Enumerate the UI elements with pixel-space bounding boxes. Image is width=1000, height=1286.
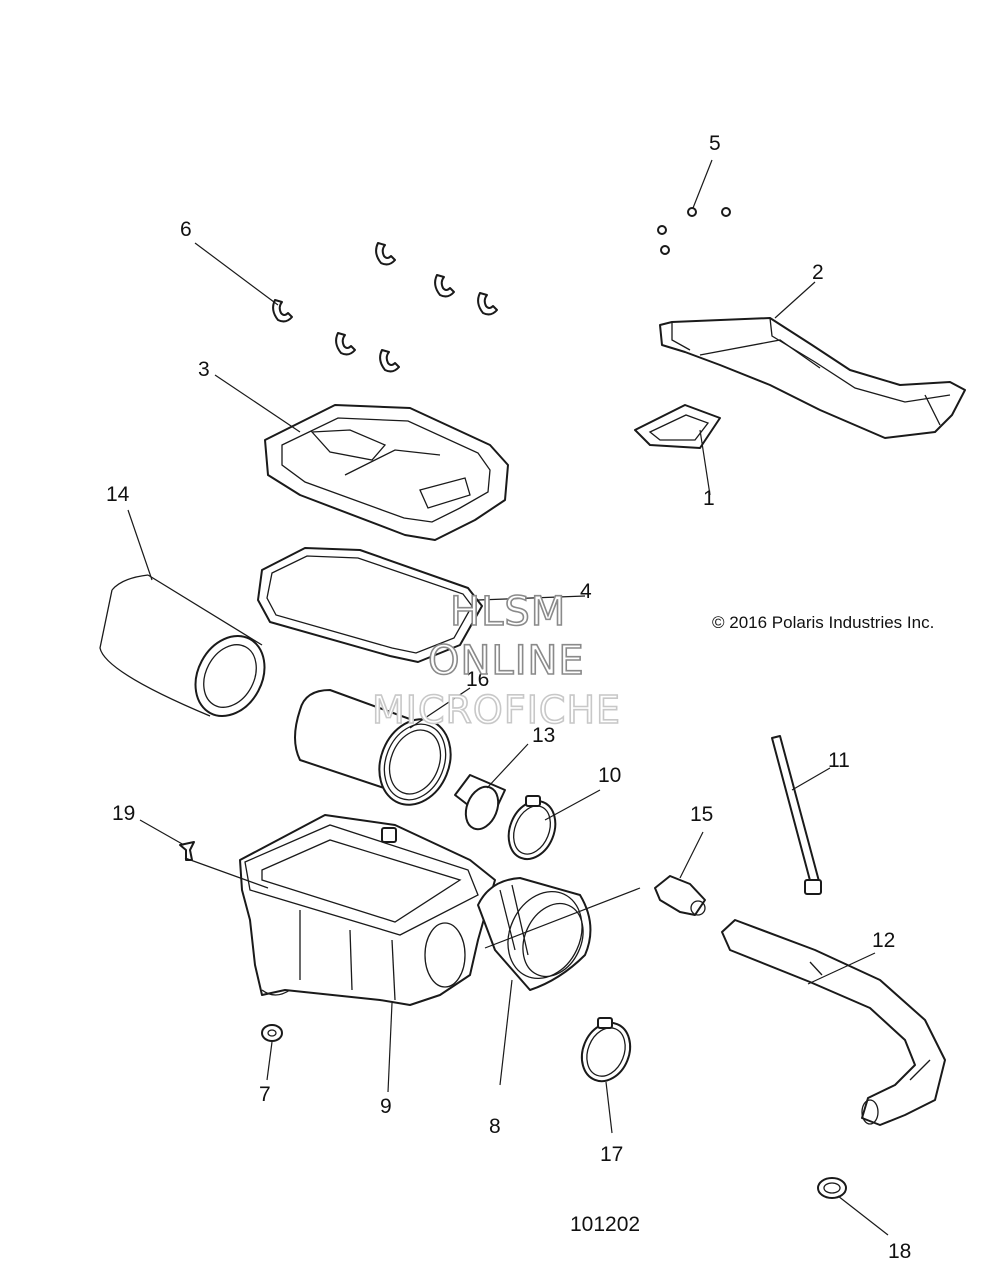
callout-2: 2: [812, 261, 824, 284]
watermark-line-1: HLSM: [450, 589, 566, 635]
document-number: 101202: [570, 1213, 640, 1236]
callout-8: 8: [489, 1115, 501, 1138]
airbox-base-part: [239, 814, 496, 1006]
screws-part: [657, 207, 731, 255]
callout-11: 11: [828, 749, 850, 772]
callout-5: 5: [709, 132, 721, 155]
callout-16: 16: [466, 668, 489, 691]
callout-19: 19: [112, 802, 135, 825]
coupler-sleeve-part: [454, 774, 506, 831]
watermark-line-2: ONLINE: [428, 638, 585, 684]
callout-7: 7: [259, 1083, 271, 1106]
spring-clips-part: [272, 242, 498, 373]
drain-valve-part: [654, 875, 706, 916]
leader-lines: [127, 159, 889, 1236]
callout-17: 17: [600, 1143, 623, 1166]
pre-filter-sleeve-part: [99, 574, 266, 718]
callout-12: 12: [872, 929, 895, 952]
small-clamp-part: [817, 1177, 847, 1199]
airbox-cover-part: [264, 404, 509, 541]
callout-10: 10: [598, 764, 621, 787]
grommet-part: [261, 1024, 283, 1042]
intake-boot-part: [477, 877, 592, 991]
intake-duct-part: [659, 317, 966, 439]
airbox-screw-part: [179, 841, 195, 861]
callout-9: 9: [380, 1095, 392, 1118]
callout-4: 4: [580, 580, 592, 603]
callout-18: 18: [888, 1240, 911, 1263]
watermark: HLSM ONLINE MICROFICHE: [371, 588, 621, 733]
breather-hose-part: [721, 919, 946, 1126]
hose-clamp-lower-part: [580, 1017, 632, 1083]
callout-14: 14: [106, 483, 130, 506]
hose-clamp-upper-part: [507, 795, 557, 861]
duct-plate-part: [634, 404, 721, 449]
callout-3: 3: [198, 358, 210, 381]
callout-15: 15: [690, 803, 713, 826]
gasket-part: [257, 547, 483, 663]
callout-1: 1: [703, 487, 715, 510]
watermark-line-3: MICROFICHE: [372, 688, 621, 732]
callout-13: 13: [532, 724, 555, 747]
callout-6: 6: [180, 218, 192, 241]
strap-part: [771, 735, 822, 895]
copyright-notice: © 2016 Polaris Industries Inc.: [712, 613, 934, 632]
filter-element-part: [294, 689, 452, 806]
